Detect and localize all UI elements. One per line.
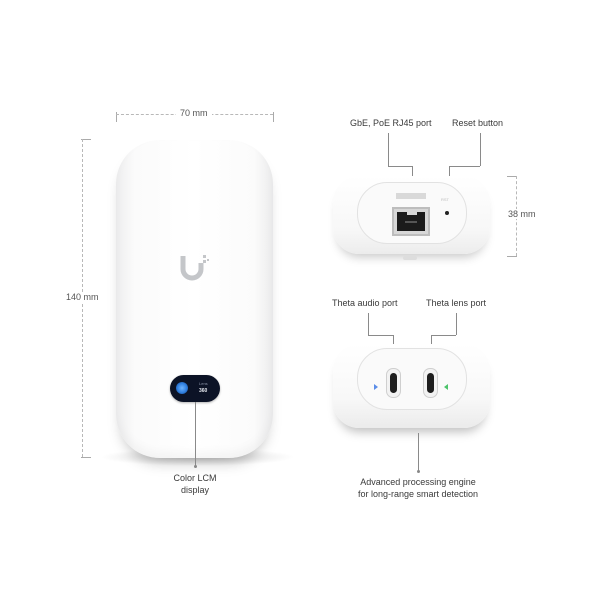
depth-dim-label: 38 mm bbox=[504, 209, 540, 219]
lcm-callout-dot bbox=[194, 465, 197, 468]
lcm-ring-icon bbox=[176, 382, 188, 394]
width-dim-left-tick bbox=[116, 112, 117, 122]
width-dim-label: 70 mm bbox=[176, 108, 212, 118]
engine-callout-dot bbox=[417, 470, 420, 473]
rj45-callout-label: GbE, PoE RJ45 port bbox=[350, 118, 432, 128]
reset-callout-label: Reset button bbox=[452, 118, 504, 128]
color-lcm-display: Lens 360 bbox=[170, 375, 220, 402]
net-port-label bbox=[396, 193, 426, 199]
width-dim-right-tick bbox=[273, 112, 274, 122]
lcm-line-1: Lens bbox=[199, 381, 208, 386]
front-device-body bbox=[116, 140, 273, 458]
usbc-opening bbox=[390, 373, 397, 393]
lens-indicator-icon bbox=[444, 384, 448, 390]
rj45-callout-line-v1 bbox=[388, 133, 389, 166]
rj45-port bbox=[392, 207, 430, 236]
reset-callout-line-h bbox=[449, 166, 480, 167]
rj45-port-opening bbox=[397, 211, 425, 231]
rj45-callout-line-h bbox=[388, 166, 412, 167]
usbc-opening bbox=[427, 373, 434, 393]
depth-dim-bottom-tick bbox=[507, 256, 517, 257]
bottom-view-device-body bbox=[333, 344, 490, 428]
lcm-callout-label: Color LCM display bbox=[160, 472, 230, 496]
rj45-notch bbox=[407, 211, 417, 215]
engine-callout-line bbox=[418, 433, 419, 471]
lens-callout-line-v1 bbox=[456, 313, 457, 335]
theta-audio-usbc-port bbox=[386, 368, 401, 398]
theta-audio-callout-label: Theta audio port bbox=[332, 298, 398, 308]
audio-callout-line-v1 bbox=[368, 313, 369, 335]
engine-callout-line2: for long-range smart detection bbox=[357, 489, 479, 499]
engine-callout-label: Advanced processing engine for long-rang… bbox=[338, 476, 498, 500]
theta-lens-usbc-port bbox=[423, 368, 438, 398]
audio-callout-line-h bbox=[368, 335, 393, 336]
depth-dim-top-tick bbox=[507, 176, 517, 177]
reset-callout-line-v1 bbox=[480, 133, 481, 166]
reset-button-hole bbox=[445, 211, 449, 215]
ubiquiti-logo-icon bbox=[180, 255, 209, 281]
lcm-line-2: 360 bbox=[199, 388, 208, 394]
engine-callout-line1: Advanced processing engine bbox=[360, 477, 476, 487]
lcm-callout-line2: display bbox=[180, 485, 209, 495]
bottom-view-port-panel bbox=[357, 348, 467, 410]
height-dim-bottom-tick bbox=[81, 457, 91, 458]
theta-lens-callout-label: Theta lens port bbox=[426, 298, 487, 308]
height-dim-top-tick bbox=[81, 139, 91, 140]
lcm-callout-line bbox=[195, 402, 196, 466]
height-dim-label: 140 mm bbox=[62, 292, 103, 302]
bottom-slot bbox=[403, 256, 417, 260]
reset-label: RST bbox=[441, 197, 449, 202]
lcm-callout-line1: Color LCM bbox=[173, 473, 217, 483]
lens-callout-line-h bbox=[431, 335, 456, 336]
rj45-pins bbox=[405, 221, 417, 223]
audio-indicator-icon bbox=[374, 384, 378, 390]
